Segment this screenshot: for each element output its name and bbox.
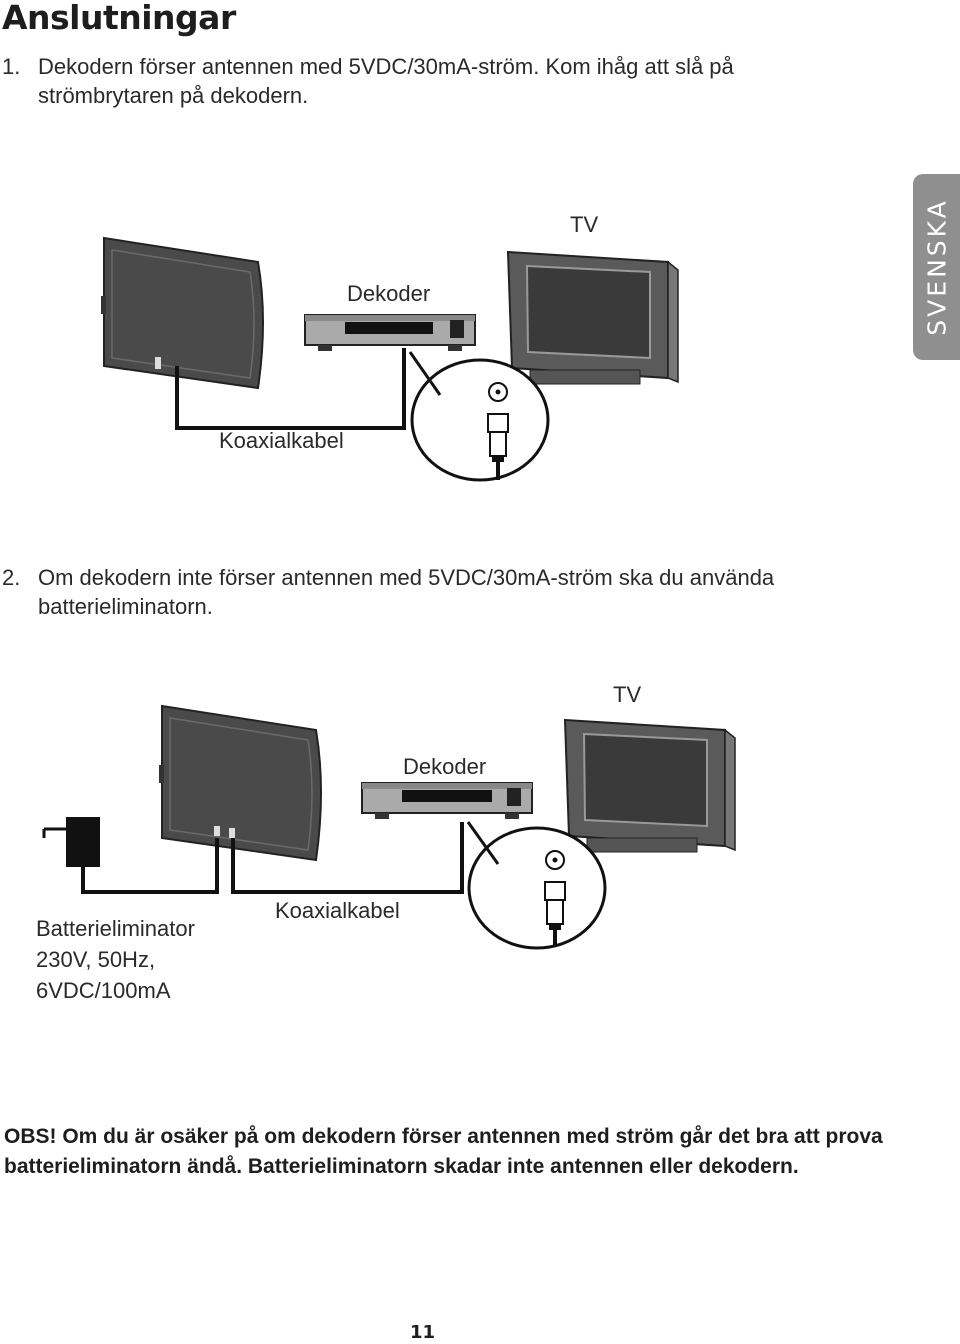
diagram-2-cable-label: Koaxialkabel — [275, 898, 400, 923]
diagram-1-cable-label: Koaxialkabel — [219, 428, 344, 453]
diagram-2 — [42, 704, 736, 950]
connector-callout-2 — [466, 821, 607, 950]
connector-callout-1 — [408, 351, 550, 482]
diagram-2-decoder-label: Dekoder — [403, 754, 487, 779]
step-1-text: Dekodern förser antennen med 5VDC/30mA-s… — [38, 54, 734, 108]
step-2-text: Om dekodern inte förser antennen med 5VD… — [38, 565, 775, 619]
coax-cable-2 — [231, 822, 464, 894]
language-tab: SVENSKA — [913, 174, 960, 360]
decoder-box-1 — [304, 314, 476, 351]
step-2-number: 2. — [2, 565, 21, 590]
coax-cable-1 — [175, 348, 406, 430]
page-title: Anslutningar — [2, 0, 236, 37]
tv-set-2 — [563, 718, 736, 853]
diagram-1-decoder-label: Dekoder — [347, 281, 431, 306]
diagram-2-eliminator-label: Batterieliminator 230V, 50Hz, 6VDC/100mA — [36, 913, 195, 1006]
diagram-1 — [101, 236, 679, 482]
page-number: 11 — [410, 1322, 436, 1343]
note-paragraph: OBS! Om du är osäker på om dekodern förs… — [4, 1125, 883, 1178]
eliminator-label-line-3: 6VDC/100mA — [36, 978, 171, 1003]
eliminator-label-line-1: Batterieliminator — [36, 916, 195, 941]
tv-set-1 — [506, 250, 679, 385]
diagram-1-tv-label: TV — [570, 212, 599, 237]
diagram-2-tv-label: TV — [613, 682, 642, 707]
antenna-panel-2 — [159, 704, 322, 862]
antenna-panel-1 — [101, 236, 264, 390]
eliminator-label-line-2: 230V, 50Hz, — [36, 947, 156, 972]
decoder-box-2 — [361, 782, 533, 819]
step-1: 1. Dekodern förser antennen med 5VDC/30m… — [2, 52, 832, 112]
battery-eliminator — [42, 817, 219, 894]
step-1-number: 1. — [2, 54, 21, 79]
step-2: 2. Om dekodern inte förser antennen med … — [2, 563, 832, 623]
